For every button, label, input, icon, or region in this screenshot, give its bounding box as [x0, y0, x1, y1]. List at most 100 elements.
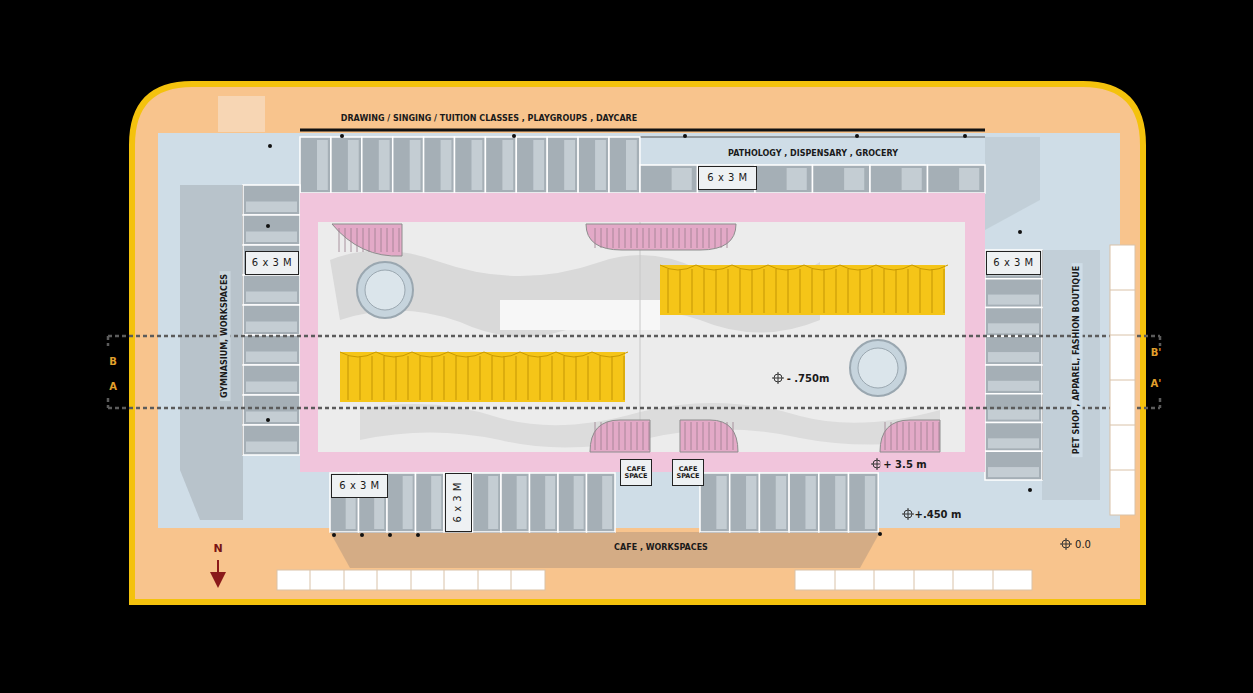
stair-tread — [709, 422, 710, 450]
stair-tread — [697, 422, 698, 450]
shop-cell-panel — [672, 168, 692, 190]
canopy-fold — [787, 269, 789, 313]
shadow — [330, 532, 880, 568]
shop-cell — [985, 423, 1042, 452]
canopy-fold — [515, 356, 517, 400]
canopy-fold — [919, 269, 921, 313]
shop-cell-panel — [988, 381, 1039, 391]
north-arrow — [210, 572, 226, 588]
marker-letter: B' — [1151, 347, 1162, 358]
shop-cell — [387, 473, 416, 532]
canopy-fold — [575, 356, 577, 400]
stair — [332, 224, 402, 256]
plan-label: PATHOLOGY , DISPENSARY , GROCERY — [728, 150, 898, 159]
stair-tread — [387, 228, 388, 252]
planter — [858, 348, 898, 388]
stair — [880, 420, 940, 452]
stair-tread — [909, 422, 910, 450]
canopy-scallop — [376, 352, 412, 357]
canopy-fold — [467, 356, 469, 400]
stair — [680, 420, 738, 452]
canopy-fold — [443, 356, 445, 400]
shop-cell — [759, 473, 789, 532]
stair-tread — [637, 228, 638, 248]
unit-box: 6 x 3 M — [698, 166, 757, 190]
shop-cell — [530, 473, 559, 532]
shop-cell-panel — [246, 292, 297, 303]
shop-cell — [640, 165, 698, 193]
shop-cell-panel — [533, 140, 544, 190]
shop-cell-panel — [471, 140, 482, 190]
canopy-fold — [347, 356, 349, 400]
planter — [365, 270, 405, 310]
dimension-label: 6 x 3 M — [707, 173, 747, 184]
canopy-fold — [491, 356, 493, 400]
shop-cell — [243, 215, 300, 245]
shop-cell-panel — [246, 352, 297, 363]
canopy-scallop — [732, 265, 768, 270]
canopy-scallop — [340, 352, 376, 357]
stair-tread — [637, 422, 638, 450]
canopy-scallop — [696, 265, 732, 270]
shop-cell — [243, 185, 300, 215]
stair-tread — [715, 228, 716, 248]
unit-box: 6 x 3 M — [445, 473, 472, 532]
shop-cell-panel — [246, 382, 297, 393]
shop-cell-panel — [246, 412, 297, 423]
shop-cell — [416, 473, 445, 532]
plan-label: +.450 m — [915, 509, 962, 520]
shop-cell — [928, 165, 986, 193]
canopy-fold — [727, 269, 729, 313]
stair — [590, 420, 650, 452]
stair-tread — [685, 228, 686, 248]
canopy-fold — [455, 356, 457, 400]
stair-tread — [727, 228, 728, 248]
shop-cell — [393, 137, 424, 193]
stair-tread — [607, 228, 608, 248]
canopy-fold — [907, 269, 909, 313]
shop-cell-panel — [865, 476, 875, 529]
shop-cell — [985, 279, 1042, 308]
corridor-ring — [300, 193, 985, 472]
shop-cell-panel — [988, 295, 1039, 305]
stair-tread — [655, 228, 656, 248]
canopy-fold — [703, 269, 705, 313]
shop-cell — [424, 137, 455, 193]
shop-cell-panel — [545, 476, 555, 529]
shop-cell-panel — [902, 168, 922, 190]
stair-tread — [885, 422, 886, 450]
planter — [850, 340, 906, 396]
stair-tread — [915, 422, 916, 450]
level-marker — [772, 372, 1072, 550]
stair-treads — [339, 228, 939, 450]
stair-tread — [691, 422, 692, 450]
canopy-fold — [763, 269, 765, 313]
shop-cell-panel — [776, 476, 786, 529]
dimension-label: 6 x 3 M — [993, 258, 1033, 269]
shop-cell — [501, 473, 530, 532]
stair-tread — [369, 228, 370, 252]
shop-cell-panel — [595, 140, 606, 190]
stair-tread — [891, 422, 892, 450]
stair-tread — [619, 228, 620, 248]
stair-tread — [667, 228, 668, 248]
stair-tread — [607, 422, 608, 450]
canopy-fold — [847, 269, 849, 313]
shop-cell-panel — [246, 232, 297, 243]
canopy-scallop — [876, 265, 912, 270]
shop-cell-panel — [348, 140, 359, 190]
shop-cell-panel — [626, 140, 637, 190]
stair-tread — [363, 228, 364, 252]
canopy-fold — [799, 269, 801, 313]
shop-cell-panel — [403, 476, 413, 529]
canopy-scallop — [912, 265, 948, 270]
stair-tread — [939, 422, 940, 450]
stair-tread — [625, 422, 626, 450]
stair-tread — [661, 228, 662, 248]
stair-tread — [351, 228, 352, 252]
shop-cell-panel — [805, 476, 815, 529]
shop-cell — [587, 473, 616, 532]
unit-box: 6 x 3 M — [986, 251, 1041, 275]
canopy-scallop — [592, 352, 628, 357]
